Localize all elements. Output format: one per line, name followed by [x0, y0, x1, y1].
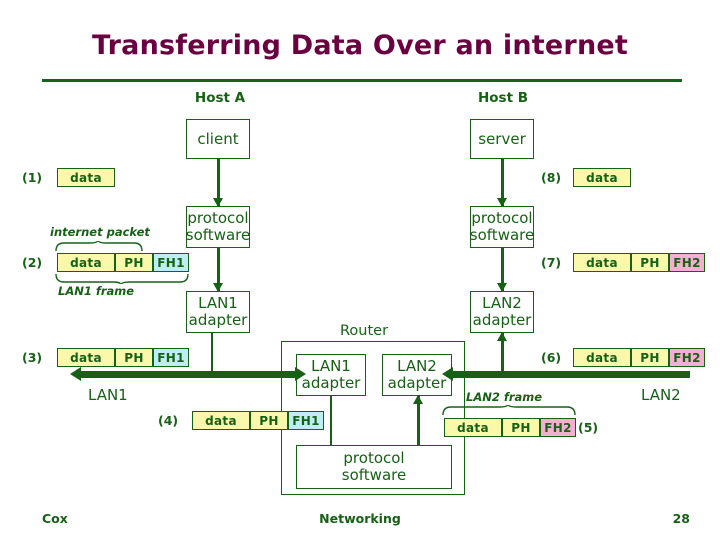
step-5-pdu: data PH FH2 — [444, 418, 576, 437]
host-a-label: Host A — [194, 90, 246, 106]
internet-packet-label: internet packet — [50, 225, 150, 239]
lan2-bus-arrowhead-left — [442, 367, 453, 381]
lan2-label: LAN2 — [641, 386, 681, 404]
step-6-number: (6) — [541, 350, 562, 365]
pdu-cell-ph: PH — [250, 411, 288, 430]
step-3-pdu: data PH FH1 — [57, 348, 189, 367]
pdu-cell-fh2: FH2 — [669, 253, 705, 272]
step-2-pdu: data PH FH1 — [57, 253, 189, 272]
pdu-cell-fh1: FH1 — [153, 348, 189, 367]
pdu-cell-data: data — [57, 348, 115, 367]
router-adapter1-line1: LAN1 — [311, 357, 351, 375]
step-5-number: (5) — [578, 420, 599, 435]
host-b-server-label: server — [478, 129, 526, 148]
host-b-label: Host B — [477, 90, 529, 106]
footer-page-number: 28 — [672, 511, 690, 526]
step-8-pdu: data — [573, 168, 631, 187]
host-a-lan1-adapter-box[interactable]: LAN1 adapter — [186, 291, 250, 333]
pdu-cell-data: data — [57, 168, 115, 187]
pdu-cell-fh2: FH2 — [669, 348, 705, 367]
router-adapter2-line2: adapter — [387, 374, 447, 392]
host-b-protocol-line1: protocol — [471, 209, 533, 227]
host-a-protocol-line1: protocol — [187, 209, 249, 227]
host-b-adapter-line2: adapter — [472, 311, 532, 329]
lan1-bus-arrowhead-left — [70, 367, 81, 381]
host-a-client-box[interactable]: client — [186, 119, 250, 159]
host-b-arrow-server-to-protocol — [495, 159, 509, 207]
host-a-adapter-line1: LAN1 — [198, 294, 238, 312]
lan1-frame-label: LAN1 frame — [58, 284, 135, 298]
lan2-frame-label: LAN2 frame — [466, 390, 543, 404]
host-b-server-box[interactable]: server — [470, 119, 534, 159]
pdu-cell-ph: PH — [631, 348, 669, 367]
internet-packet-brace — [55, 241, 143, 252]
router-protocol-software-box[interactable]: protocol software — [296, 445, 452, 489]
host-a-adapter-line2: adapter — [188, 311, 248, 329]
host-a-adapter-to-lan1-line — [211, 333, 213, 371]
step-7-pdu: data PH FH2 — [573, 253, 705, 272]
pdu-cell-data: data — [573, 253, 631, 272]
pdu-cell-fh1: FH1 — [288, 411, 324, 430]
router-protocol-line2: software — [341, 466, 407, 484]
pdu-cell-ph: PH — [631, 253, 669, 272]
router-adapter2-line1: LAN2 — [397, 357, 437, 375]
pdu-cell-fh1: FH1 — [153, 253, 189, 272]
footer-author: Cox — [42, 511, 68, 526]
host-a-client-label: client — [197, 129, 239, 148]
pdu-cell-data: data — [573, 348, 631, 367]
lan2-bus — [442, 367, 690, 381]
pdu-cell-data: data — [573, 168, 631, 187]
lan1-bus-arrowhead-right — [295, 367, 306, 381]
router-arrow-protocol-to-lan2adapter — [411, 395, 425, 445]
pdu-cell-ph: PH — [115, 253, 153, 272]
step-3-number: (3) — [22, 350, 43, 365]
step-4-number: (4) — [158, 413, 179, 428]
host-a-protocol-line2: software — [185, 226, 251, 244]
step-4-pdu: data PH FH1 — [192, 411, 324, 430]
pdu-cell-data: data — [444, 418, 502, 437]
page-title: Transferring Data Over an internet — [91, 30, 628, 61]
footer-center: Networking — [319, 511, 401, 526]
lan2-frame-brace — [442, 405, 576, 416]
step-1-number: (1) — [22, 170, 43, 185]
router-label: Router — [340, 323, 389, 339]
host-b-protocol-software-box[interactable]: protocol software — [470, 206, 534, 248]
step-8-number: (8) — [541, 170, 562, 185]
pdu-cell-data: data — [192, 411, 250, 430]
step-1-pdu: data — [57, 168, 115, 187]
lan1-frame-brace — [55, 273, 189, 284]
step-6-pdu: data PH FH2 — [573, 348, 705, 367]
host-a-arrow-protocol-to-adapter — [211, 248, 225, 292]
host-b-arrow-protocol-to-adapter — [495, 248, 509, 292]
router-protocol-line1: protocol — [343, 449, 405, 467]
host-b-adapter-line1: LAN2 — [482, 294, 522, 312]
host-b-arrow-lan2-to-adapter — [495, 332, 509, 373]
router-line-lan1adapter-to-protocol — [330, 396, 332, 445]
host-b-protocol-line2: software — [469, 226, 535, 244]
title-divider — [42, 79, 682, 82]
step-7-number: (7) — [541, 255, 562, 270]
router-lan1-adapter-box[interactable]: LAN1 adapter — [296, 354, 366, 396]
pdu-cell-ph: PH — [502, 418, 540, 437]
lan1-bus — [70, 367, 306, 381]
host-b-lan2-adapter-box[interactable]: LAN2 adapter — [470, 291, 534, 333]
pdu-cell-ph: PH — [115, 348, 153, 367]
lan1-label: LAN1 — [88, 386, 128, 404]
host-a-arrow-client-to-protocol — [211, 159, 225, 207]
router-adapter1-line2: adapter — [301, 374, 361, 392]
host-a-protocol-software-box[interactable]: protocol software — [186, 206, 250, 248]
pdu-cell-fh2: FH2 — [540, 418, 576, 437]
step-2-number: (2) — [22, 255, 43, 270]
pdu-cell-data: data — [57, 253, 115, 272]
